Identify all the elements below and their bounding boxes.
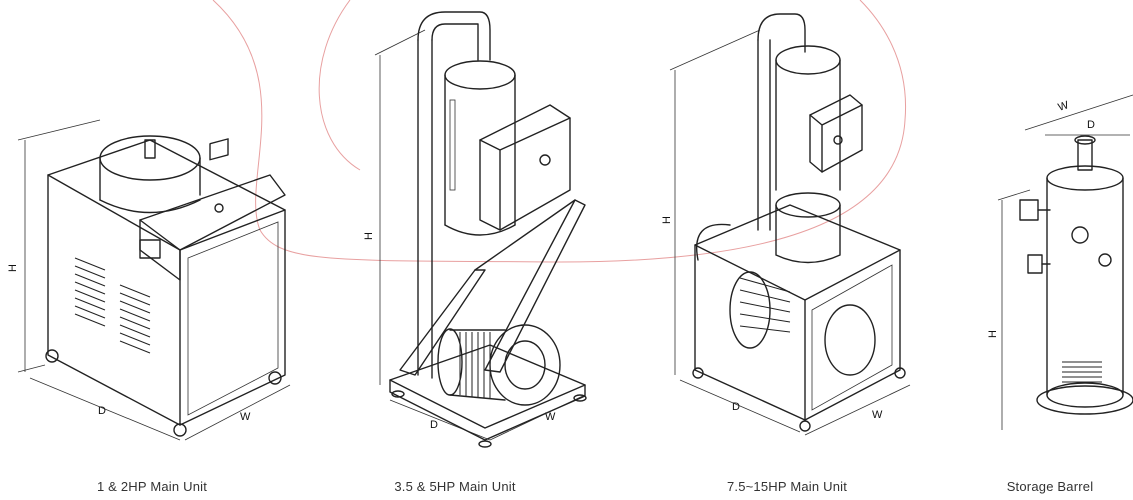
unit-1-caption: 1 & 2HP Main Unit bbox=[96, 479, 208, 494]
unit-2-w-label: W bbox=[545, 411, 556, 423]
unit-4-h-label: H bbox=[987, 330, 999, 338]
unit-4-caption: Storage Barrel bbox=[1006, 479, 1094, 494]
unit-3-drawing: H D W bbox=[640, 0, 930, 494]
unit-3-caption: 7.5~15HP Main Unit bbox=[726, 479, 848, 494]
unit-3-h-label: H bbox=[661, 216, 673, 224]
unit-2-caption: 3.5 & 5HP Main Unit bbox=[394, 479, 516, 494]
unit-3-d-label: D bbox=[732, 401, 740, 413]
unit-3-w-label: W bbox=[872, 409, 883, 421]
unit-1-drawing: H D W bbox=[0, 0, 300, 494]
unit-4-drawing: W D H Stora bbox=[987, 0, 1133, 494]
unit-1-w-label: W bbox=[240, 411, 251, 423]
unit-1-d-label: D bbox=[98, 405, 106, 417]
unit-4-d-label: D bbox=[1087, 119, 1095, 131]
unit-2-d-label: D bbox=[430, 419, 438, 431]
unit-2-h-label: H bbox=[363, 232, 375, 240]
unit-1-h-label: H bbox=[7, 264, 19, 272]
unit-4-w-label: W bbox=[1057, 99, 1071, 114]
unit-2-drawing: H D W bbox=[340, 0, 610, 494]
